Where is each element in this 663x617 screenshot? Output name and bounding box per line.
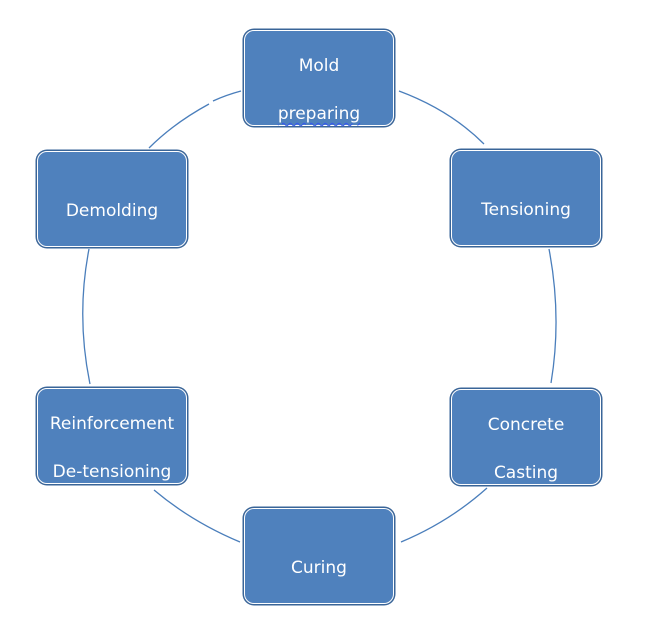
node-reinforcement-de-tensioning: Reinforcement De-tensioning	[37, 388, 187, 484]
node-demolding-line1: Demolding	[65, 201, 159, 221]
node-mold-preparing-line2: preparing	[277, 104, 361, 124]
node-reinforcement-de-tensioning-line1: Reinforcement	[49, 414, 175, 434]
connector-reinforcement-to-demolding	[82, 248, 91, 385]
node-mold-preparing: Mold preparing	[244, 30, 394, 126]
connector-demolding-to-mold-end	[212, 90, 242, 102]
node-demolding: Demolding	[37, 151, 187, 247]
node-concrete-casting-line1: Concrete	[487, 415, 565, 435]
node-curing-text: Curing	[291, 532, 347, 580]
node-concrete-casting-line2: Casting	[493, 463, 559, 483]
connector-casting-to-curing	[400, 487, 488, 543]
node-tensioning: Tensioning	[451, 150, 601, 246]
node-reinforcement-de-tensioning-line2: De-tensioning	[52, 462, 172, 482]
connector-mold-to-tensioning	[398, 90, 485, 145]
connector-demolding-to-mold	[148, 103, 210, 149]
node-demolding-text: Demolding	[66, 175, 158, 223]
node-reinforcement-de-tensioning-text: Reinforcement De-tensioning	[50, 388, 174, 484]
node-tensioning-line1: Tensioning	[481, 200, 571, 220]
connector-curing-to-reinforcement	[153, 489, 241, 543]
node-concrete-casting-text: Concrete Casting	[488, 389, 565, 485]
node-curing: Curing	[244, 508, 394, 604]
node-curing-line1: Curing	[291, 558, 347, 578]
node-concrete-casting: Concrete Casting	[451, 389, 601, 485]
node-mold-preparing-text: Mold preparing	[278, 30, 360, 126]
connector-tensioning-to-casting	[548, 248, 557, 384]
node-mold-preparing-line1: Mold	[298, 56, 340, 76]
node-tensioning-text: Tensioning	[481, 174, 571, 222]
